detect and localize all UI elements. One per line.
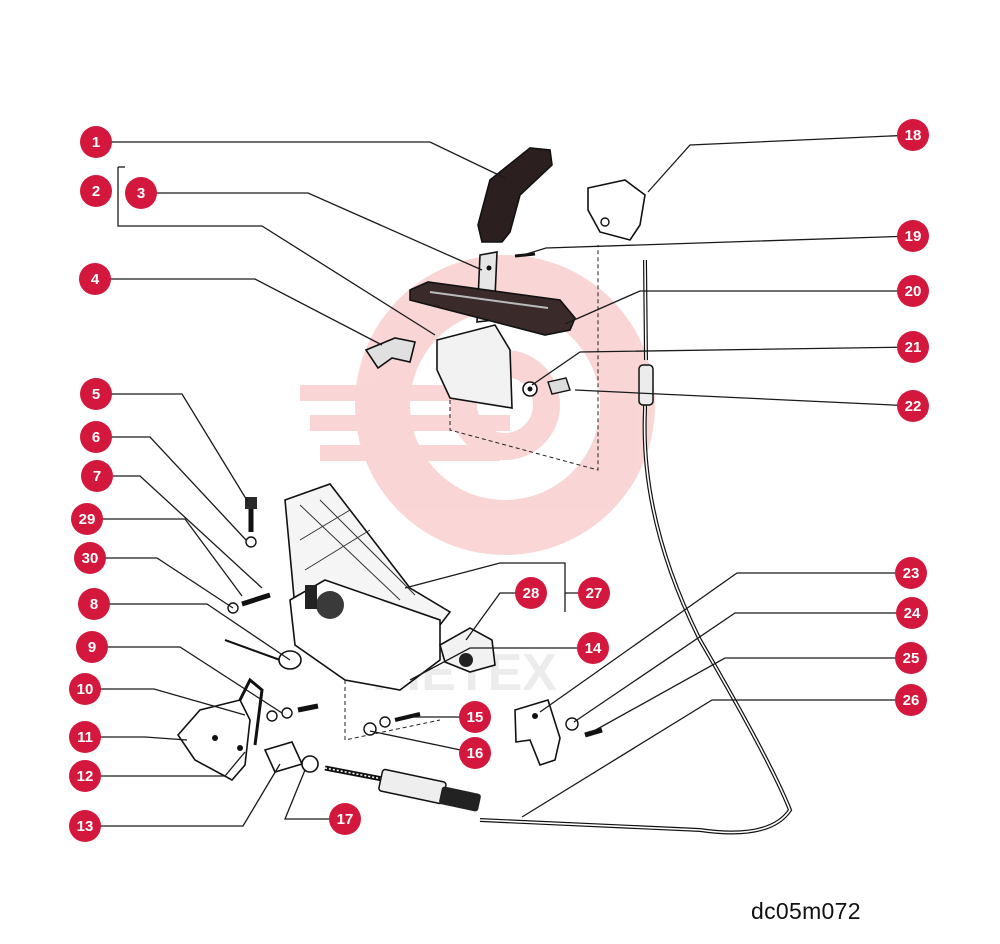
callout-9[interactable]: 9	[76, 631, 108, 663]
drawing-code: dc05m072	[751, 898, 861, 924]
svg-text:19: 19	[905, 228, 922, 245]
leader-lines	[85, 134, 914, 827]
cable-bracket	[587, 179, 646, 241]
svg-text:3: 3	[137, 185, 145, 202]
callout-30[interactable]: 30	[74, 542, 106, 574]
callout-15[interactable]: 15	[459, 701, 491, 733]
svg-text:5: 5	[92, 386, 100, 403]
cable-bracket-14	[514, 699, 561, 766]
svg-text:23: 23	[903, 565, 920, 582]
svg-text:24: 24	[904, 605, 921, 622]
svg-text:26: 26	[903, 692, 920, 709]
callout-21[interactable]: 21	[897, 331, 929, 363]
svg-text:4: 4	[91, 271, 100, 288]
svg-text:28: 28	[523, 585, 540, 602]
sleeve-13	[263, 741, 304, 773]
svg-text:27: 27	[586, 585, 603, 602]
svg-text:14: 14	[585, 640, 602, 657]
svg-text:21: 21	[905, 339, 922, 356]
svg-text:13: 13	[77, 818, 94, 835]
callout-18[interactable]: 18	[897, 119, 929, 151]
callout-6[interactable]: 6	[80, 421, 112, 453]
svg-text:30: 30	[82, 550, 99, 567]
callout-8[interactable]: 8	[78, 588, 110, 620]
callout-19[interactable]: 19	[897, 220, 929, 252]
callout-10[interactable]: 10	[69, 673, 101, 705]
svg-text:7: 7	[93, 468, 101, 485]
svg-text:25: 25	[903, 650, 920, 667]
svg-text:20: 20	[905, 283, 922, 300]
svg-text:1: 1	[92, 134, 100, 151]
callout-28[interactable]: 28	[515, 577, 547, 609]
hand-lever-grip	[477, 147, 553, 243]
parts-drawing	[176, 147, 793, 835]
callout-2[interactable]: 2	[80, 175, 112, 207]
svg-text:22: 22	[905, 398, 922, 415]
callout-12[interactable]: 12	[69, 760, 101, 792]
svg-text:11: 11	[77, 729, 93, 746]
callout-11[interactable]: 11	[69, 721, 101, 753]
callout-16[interactable]: 16	[459, 737, 491, 769]
callout-23[interactable]: 23	[895, 557, 927, 589]
callout-4[interactable]: 4	[79, 263, 111, 295]
callout-22[interactable]: 22	[897, 390, 929, 422]
callout-7[interactable]: 7	[81, 460, 113, 492]
callout-14[interactable]: 14	[577, 632, 609, 664]
callout-27[interactable]: 27	[578, 577, 610, 609]
svg-text:6: 6	[92, 429, 100, 446]
callout-26[interactable]: 26	[895, 684, 927, 716]
callout-1[interactable]: 1	[80, 126, 112, 158]
callout-17[interactable]: 17	[329, 803, 361, 835]
callout-24[interactable]: 24	[896, 597, 928, 629]
clip-part	[364, 337, 416, 370]
callouts: 1 2 3 4 5 6 7 8 9 10 11 12 13 14 15 16 1…	[69, 119, 929, 842]
svg-text:18: 18	[905, 127, 922, 144]
callout-5[interactable]: 5	[80, 378, 112, 410]
callout-29[interactable]: 29	[71, 503, 103, 535]
svg-text:15: 15	[467, 709, 484, 726]
callout-20[interactable]: 20	[897, 275, 929, 307]
svg-text:9: 9	[88, 639, 96, 656]
svg-text:17: 17	[337, 811, 354, 828]
callout-25[interactable]: 25	[895, 642, 927, 674]
svg-text:2: 2	[92, 183, 100, 200]
svg-text:16: 16	[467, 745, 484, 762]
callout-13[interactable]: 13	[69, 810, 101, 842]
svg-text:12: 12	[77, 768, 94, 785]
svg-text:29: 29	[79, 511, 96, 528]
callout-3[interactable]: 3	[125, 177, 157, 209]
svg-text:8: 8	[90, 596, 98, 613]
svg-text:10: 10	[77, 681, 94, 698]
lever-boot-cover	[436, 324, 513, 409]
